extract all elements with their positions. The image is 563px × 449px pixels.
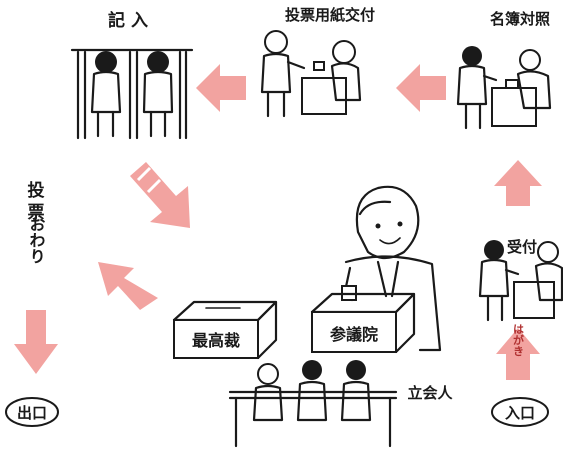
box-label-supreme-court: 最高裁 bbox=[192, 331, 240, 350]
label-exit: 出口 bbox=[17, 404, 47, 422]
witnesses-illustration bbox=[230, 360, 396, 446]
ballot-issuing-illustration bbox=[262, 31, 360, 116]
step-label-kinyu: 記 入 bbox=[108, 10, 148, 31]
label-hagaki: はがき bbox=[512, 323, 525, 357]
box-label-upper-house: 参議院 bbox=[330, 325, 378, 344]
flow-arrow-register-to-issuing bbox=[396, 64, 446, 112]
label-voting-end-3: おわり bbox=[27, 216, 46, 264]
voting-booth-illustration bbox=[72, 50, 192, 138]
flow-arrow-booth-to-boxes bbox=[130, 162, 190, 228]
step-label-reception: 受付 bbox=[507, 238, 537, 256]
flow-arrow-reception-to-register bbox=[494, 160, 542, 206]
label-entrance: 入口 bbox=[505, 404, 535, 422]
flow-arrow-end-to-exit bbox=[14, 310, 58, 374]
step-label-ballot-issuing: 投票用紙交付 bbox=[285, 6, 375, 24]
flow-arrow-issuing-to-booth bbox=[196, 64, 246, 112]
label-voting-end-1: 投 bbox=[28, 180, 45, 201]
step-label-register-check: 名簿対照 bbox=[490, 10, 550, 28]
flow-arrow-boxes-to-end bbox=[98, 262, 158, 310]
label-witnesses: 立会人 bbox=[407, 384, 453, 402]
register-check-illustration bbox=[458, 46, 550, 128]
